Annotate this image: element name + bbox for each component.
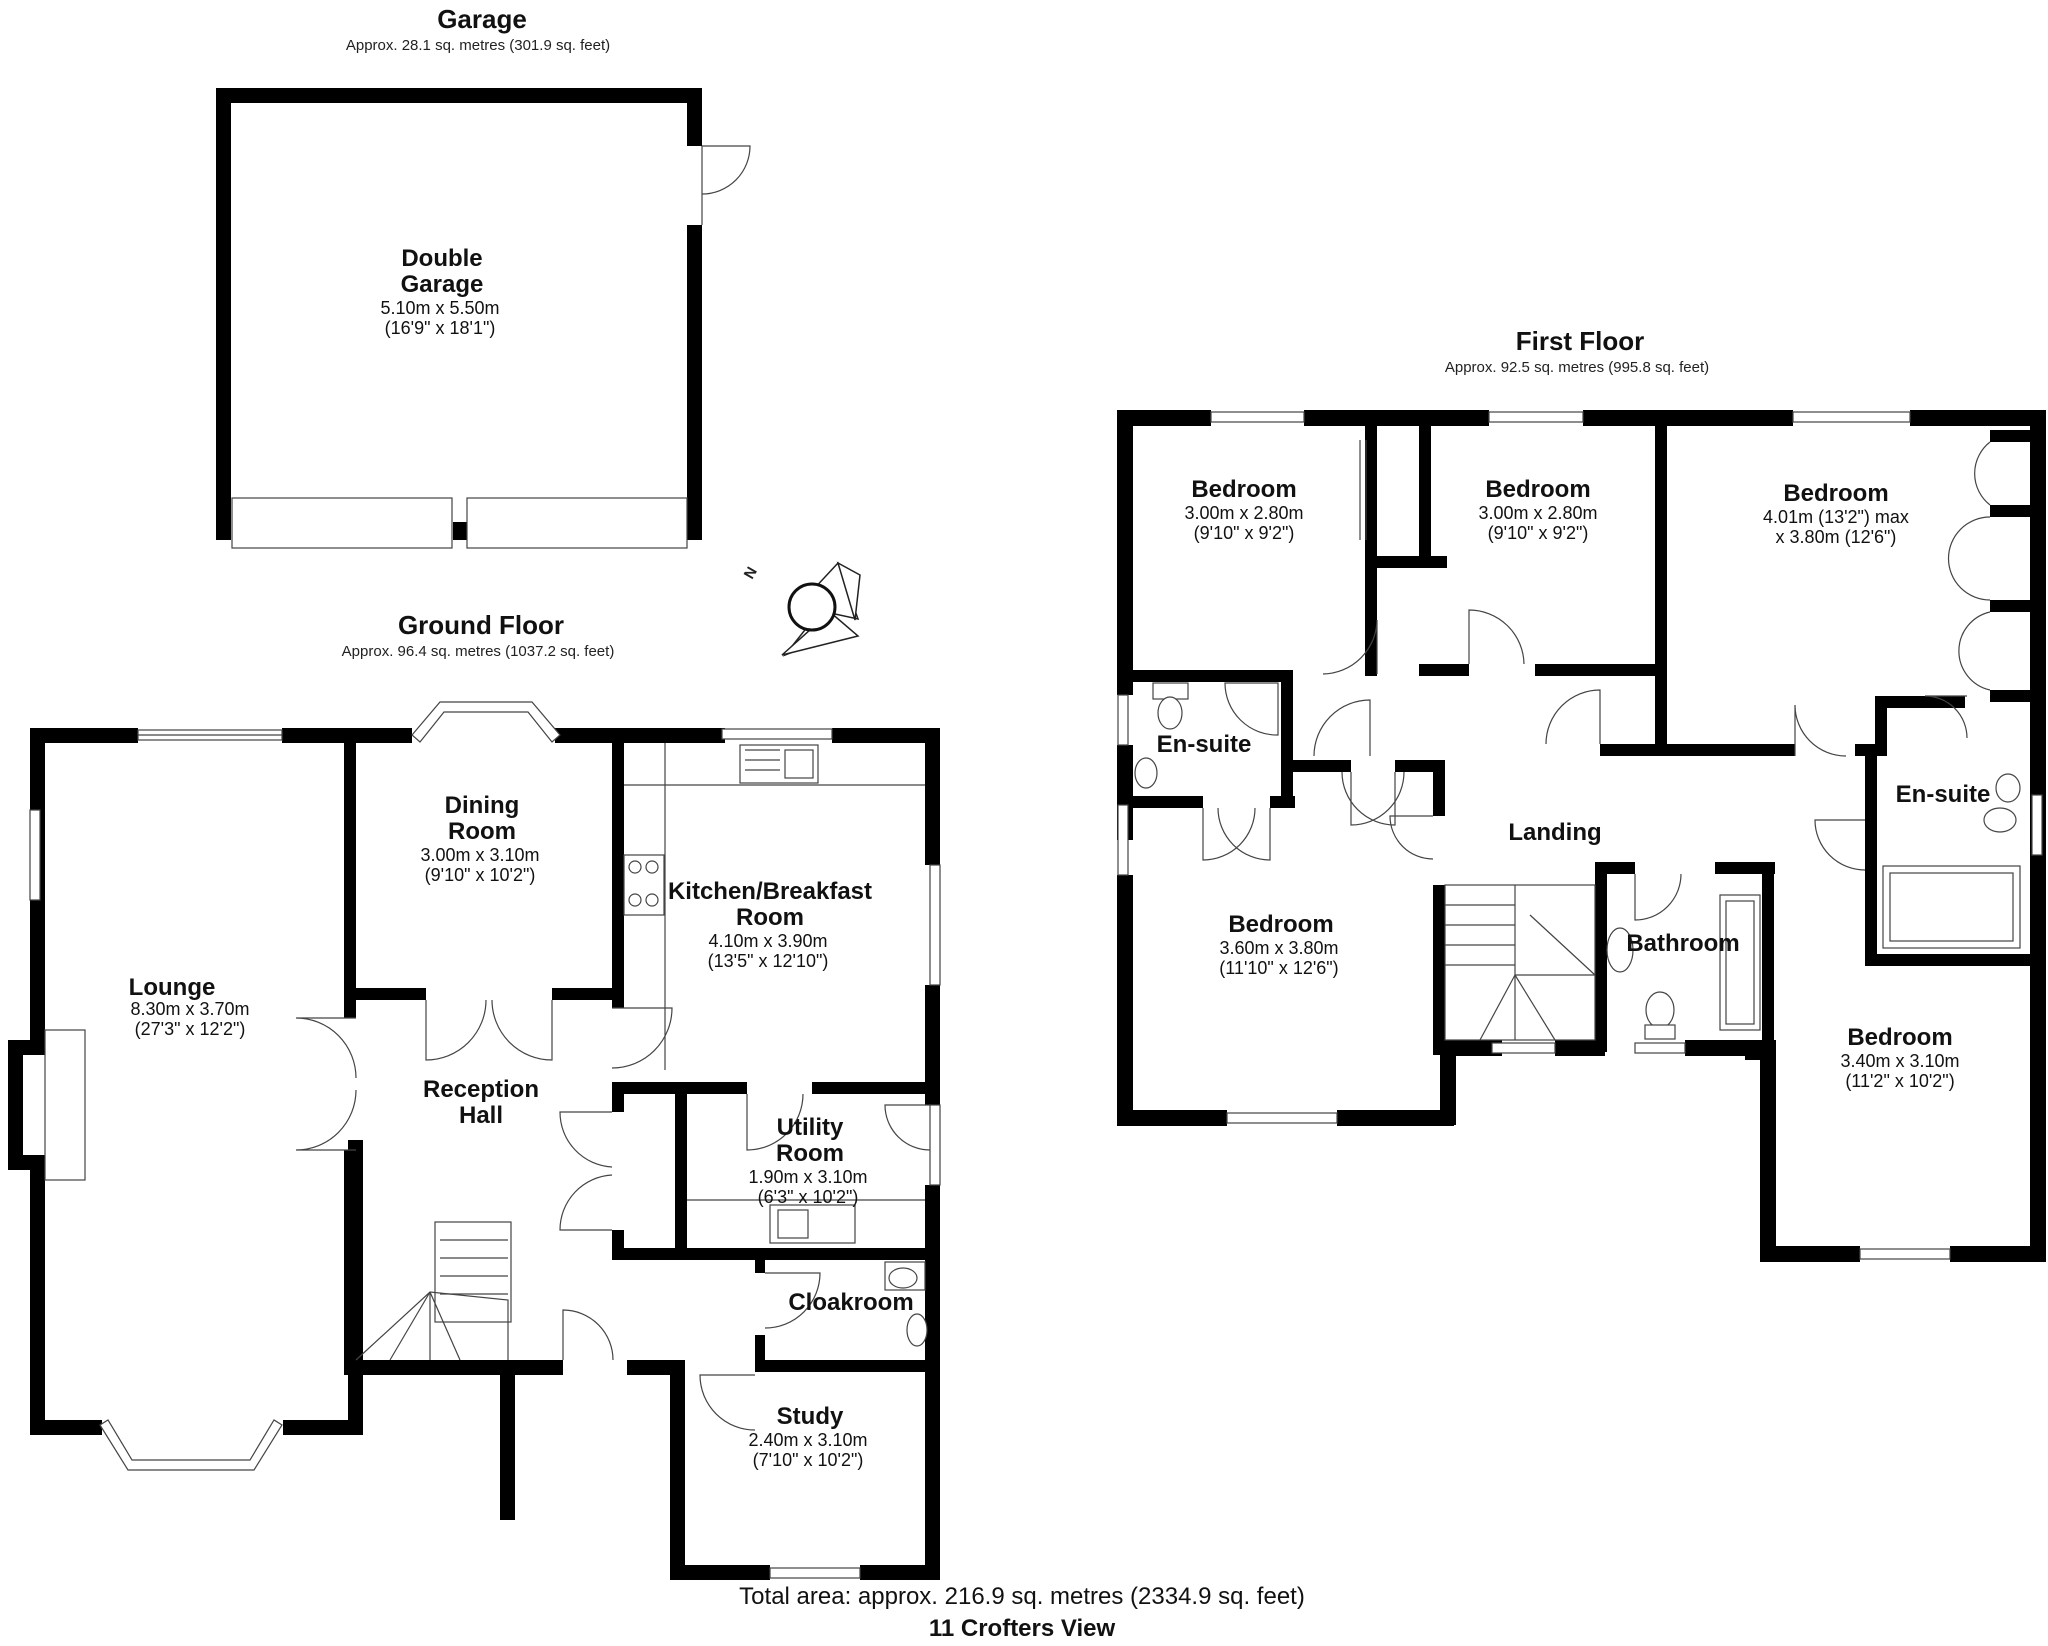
bedroom-4-dim-m: 3.60m x 3.80m (1219, 938, 1338, 958)
bedroom-3-label: Bedroom (1783, 480, 1888, 507)
ground-floor-doors (295, 999, 931, 1431)
kitchen-label-1: Kitchen/Breakfast (668, 878, 872, 905)
utility-room-dim-m: 1.90m x 3.10m (748, 1167, 867, 1187)
double-garage-dim-ft: (16'9" x 18'1") (385, 318, 496, 338)
bedroom-2-dim-ft: (9'10" x 9'2") (1488, 523, 1589, 543)
compass-north-letter: N (741, 564, 761, 582)
utility-room-label-2: Room (776, 1140, 844, 1167)
kitchen-dim-ft: (13'5" x 12'10") (708, 951, 829, 971)
ensuite-1-label: En-suite (1157, 731, 1252, 758)
bedroom-2-dim-m: 3.00m x 2.80m (1478, 503, 1597, 523)
first-floor-doors (1202, 609, 1968, 921)
lounge-dim-ft: (27'3" x 12'2") (135, 1019, 246, 1039)
first-floor-windows (1117, 411, 2043, 1260)
garage-section: Garage Approx. 28.1 sq. metres (301.9 sq… (216, 4, 751, 549)
garage-walls (216, 88, 702, 540)
ensuite-2-label: En-suite (1896, 781, 1991, 808)
kitchen-label-2: Room (736, 904, 804, 931)
total-area: Total area: approx. 216.9 sq. metres (23… (739, 1583, 1305, 1610)
double-garage-dim-m: 5.10m x 5.50m (380, 298, 499, 318)
study-label: Study (777, 1403, 844, 1430)
bedroom-3-dim-ft: x 3.80m (12'6") (1776, 527, 1897, 547)
dining-room-label-1: Dining (445, 792, 520, 819)
dining-room-label-2: Room (448, 818, 516, 845)
dining-room-dim-m: 3.00m x 3.10m (420, 845, 539, 865)
double-garage-label-1: Double (401, 245, 482, 272)
dining-room-dim-ft: (9'10" x 10'2") (425, 865, 536, 885)
study-dim-ft: (7'10" x 10'2") (753, 1450, 864, 1470)
first-floor-title: First Floor (1516, 326, 1645, 356)
ground-floor-fixtures (355, 743, 928, 1361)
bedroom-1-dim-m: 3.00m x 2.80m (1184, 503, 1303, 523)
double-garage-label-2: Garage (401, 271, 484, 298)
ground-floor-area: Approx. 96.4 sq. metres (1037.2 sq. feet… (342, 643, 615, 660)
ground-floor-section: Ground Floor Approx. 96.4 sq. metres (10… (8, 610, 941, 1580)
cloakroom-label: Cloakroom (788, 1289, 913, 1316)
garage-doors (231, 145, 751, 549)
lounge-label: Lounge (129, 974, 216, 1001)
bedroom-5-dim-ft: (11'2" x 10'2") (1845, 1071, 1954, 1091)
first-floor-area: Approx. 92.5 sq. metres (995.8 sq. feet) (1445, 359, 1709, 376)
bedroom-3-dim-m: 4.01m (13'2") max (1763, 507, 1909, 527)
bedroom-5-label: Bedroom (1847, 1024, 1952, 1051)
study-dim-m: 2.40m x 3.10m (748, 1430, 867, 1450)
reception-hall-label-2: Hall (459, 1102, 503, 1129)
bedroom-5-dim-m: 3.40m x 3.10m (1840, 1051, 1959, 1071)
first-floor-section: First Floor Approx. 92.5 sq. metres (995… (1117, 326, 2046, 1262)
garage-area: Approx. 28.1 sq. metres (301.9 sq. feet) (346, 37, 610, 54)
utility-room-label-1: Utility (777, 1114, 844, 1141)
landing-label: Landing (1508, 819, 1601, 846)
compass-icon: N (741, 561, 861, 657)
utility-room-dim-ft: (6'3" x 10'2") (758, 1187, 859, 1207)
bedroom-4-label: Bedroom (1228, 911, 1333, 938)
bedroom-1-dim-ft: (9'10" x 9'2") (1194, 523, 1295, 543)
kitchen-dim-m: 4.10m x 3.90m (708, 931, 827, 951)
bedroom-1-label: Bedroom (1191, 476, 1296, 503)
ground-floor-walls (8, 728, 940, 1580)
first-floor-fixtures (1134, 440, 2021, 1041)
reception-hall-label-1: Reception (423, 1076, 539, 1103)
garage-title: Garage (437, 4, 527, 34)
bathroom-label: Bathroom (1626, 930, 1739, 957)
bedroom-4-dim-ft: (11'10" x 12'6") (1219, 958, 1338, 978)
bedroom-2-label: Bedroom (1485, 476, 1590, 503)
property-name: 11 Crofters View (929, 1615, 1116, 1642)
lounge-dim-m: 8.30m x 3.70m (130, 999, 249, 1019)
ground-floor-title: Ground Floor (398, 610, 564, 640)
ground-floor-windows (29, 701, 941, 1579)
